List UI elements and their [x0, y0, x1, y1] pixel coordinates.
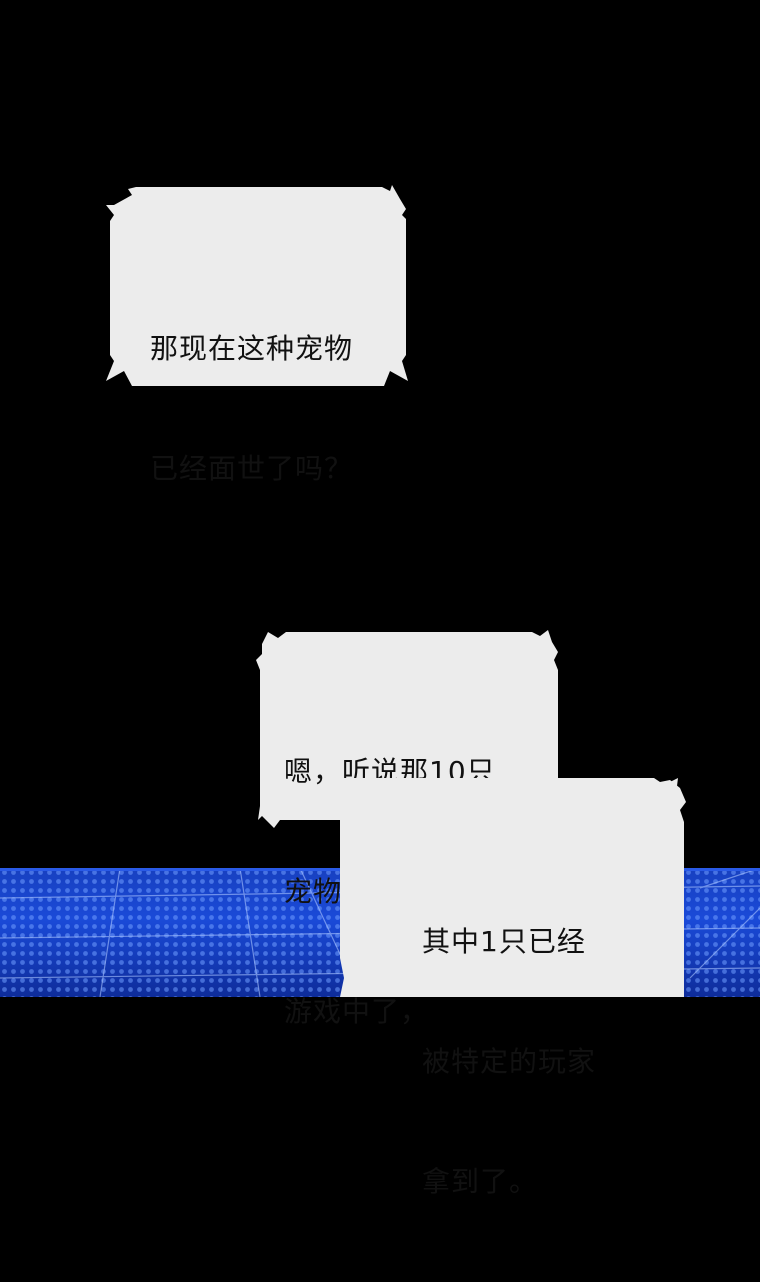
bubble-3-line-1: 其中1只已经	[422, 925, 586, 958]
speech-bubble-3: 其中1只已经 被特定的玩家 拿到了。	[340, 778, 688, 1198]
speech-bubble-1: 那现在这种宠物 已经面世了吗？	[106, 185, 410, 485]
bubble-1-text: 那现在这种宠物 已经面世了吗？	[150, 249, 353, 569]
bubble-3-line-2: 被特定的玩家	[422, 1045, 597, 1078]
bubble-3-shape	[340, 778, 686, 997]
bubble-1-line-1: 那现在这种宠物	[150, 332, 354, 365]
bubble-1-shape	[106, 185, 408, 386]
bubble-3-line-3: 拿到了。	[422, 1165, 539, 1198]
bubble-1-line-2: 已经面世了吗？	[150, 452, 354, 485]
bubble-3-text: 其中1只已经 被特定的玩家 拿到了。	[422, 842, 596, 1282]
